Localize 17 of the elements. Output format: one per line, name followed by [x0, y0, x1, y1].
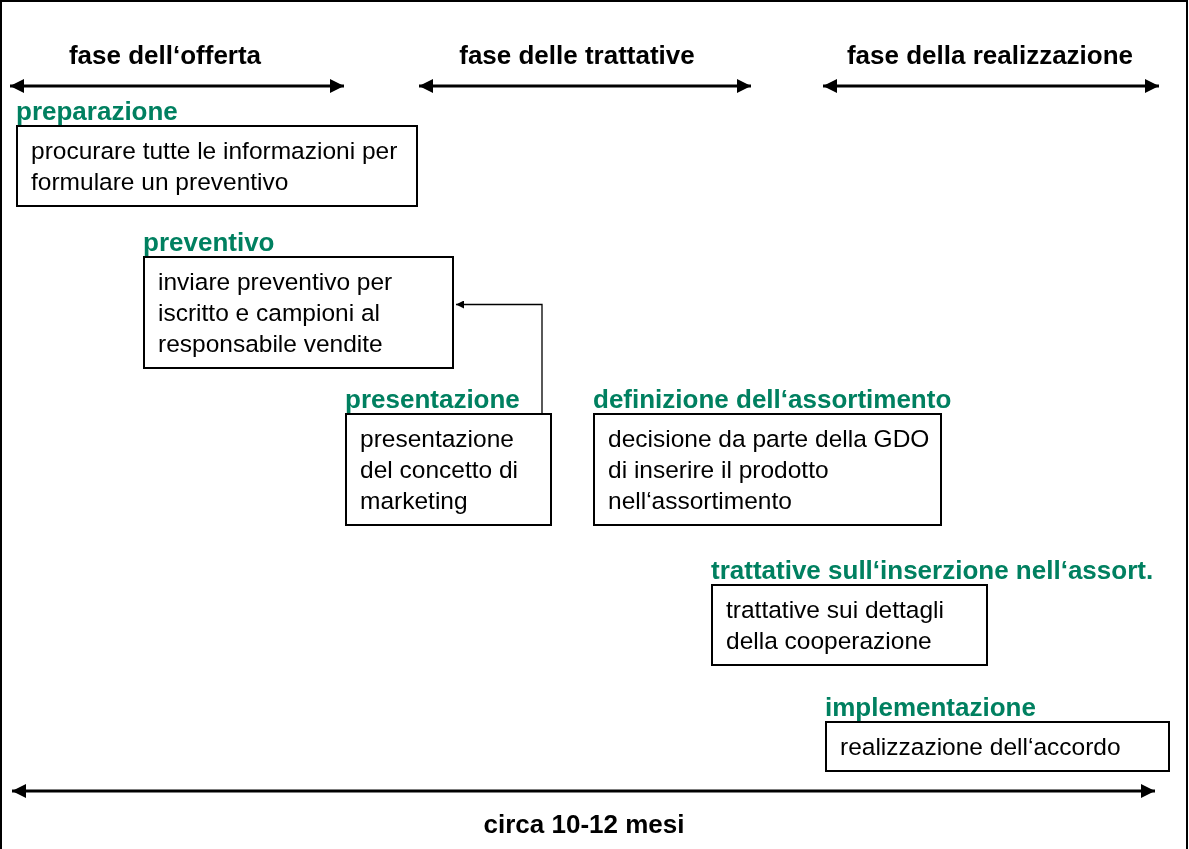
step-box: presentazione del concetto di marketing: [345, 413, 552, 526]
duration-label: circa 10-12 mesi: [483, 810, 685, 838]
step-heading: preventivo: [143, 228, 275, 256]
step-box: trattative sui dettagli della cooperazione: [711, 584, 988, 666]
step-heading: implementazione: [825, 693, 1036, 721]
step-heading: definizione dell‘assortimento: [593, 385, 952, 413]
step-heading: trattative sull‘inserzione nell‘assort.: [711, 556, 1154, 584]
step-box: procurare tutte le informazioni per formulare un preventivo: [16, 125, 418, 207]
step-box: realizzazione dell‘accordo: [825, 721, 1170, 772]
step-heading: presentazione: [345, 385, 520, 413]
phase-label: fase delle trattative: [459, 41, 695, 69]
phase-label: fase dell‘offerta: [68, 41, 262, 69]
phase-label: fase della realizzazione: [846, 41, 1134, 69]
step-box: decisione da parte della GDO di inserire il prodotto nell‘assortimento: [593, 413, 942, 526]
arrow: [455, 300, 543, 414]
step-heading: preparazione: [16, 97, 178, 125]
step-box: inviare preventivo per iscritto e campioni al responsabile vendite: [143, 256, 454, 369]
